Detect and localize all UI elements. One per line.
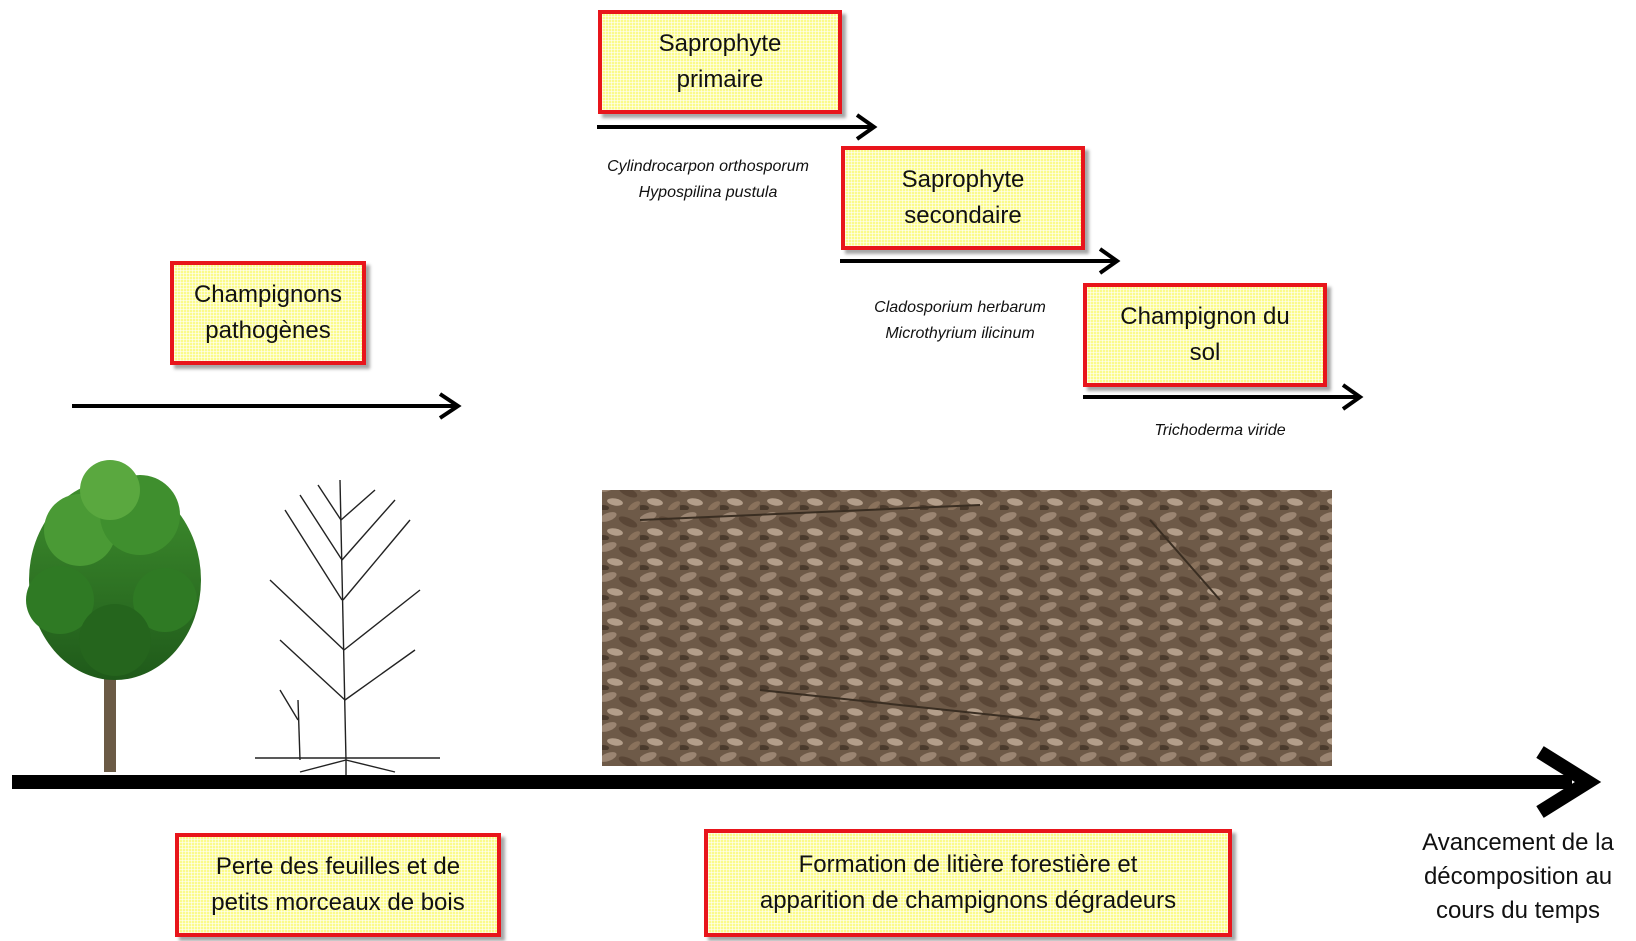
stage-box-primary-saprophyte: Saprophyte primaire: [598, 10, 842, 114]
axis-caption-line2: décomposition au: [1423, 863, 1613, 890]
species-microthyrium: Microthyrium ilicinum: [885, 325, 1035, 342]
stage-pathogens-line1: Champignons: [193, 281, 343, 308]
species-trichoderma: Trichoderma viride: [1154, 422, 1286, 439]
arrow-secondary-saprophyte: [840, 247, 1121, 275]
stage-box-secondary-saprophyte: Saprophyte secondaire: [841, 146, 1085, 250]
stage-box-soil-fungus: Champignon du sol: [1083, 283, 1327, 387]
stage-box-pathogens: Champignons pathogènes: [170, 261, 366, 365]
litter-formation-line1: Formation de litière forestière et: [798, 851, 1138, 878]
axis-caption: Avancement de la décomposition au cours …: [1418, 826, 1618, 928]
stage-primary-line1: Saprophyte: [658, 30, 782, 57]
bare-tree-image: [255, 479, 440, 776]
species-cylindrocarpon: Cylindrocarpon orthosporum: [607, 158, 809, 175]
bottom-box-leaf-loss: Perte des feuilles et de petits morceaux…: [175, 833, 501, 937]
arrow-pathogens: [72, 392, 462, 420]
axis-caption-line1: Avancement de la: [1422, 829, 1614, 856]
species-secondary: Cladosporium herbarum Microthyrium ilici…: [850, 295, 1070, 347]
species-hypospilina: Hypospilina pustula: [638, 184, 778, 201]
green-tree-image: [26, 460, 201, 772]
arrow-soil-fungus: [1083, 383, 1364, 411]
leaf-loss-line2: petits morceaux de bois: [211, 889, 465, 916]
stage-pathogens-line2: pathogènes: [205, 317, 331, 344]
axis-caption-line3: cours du temps: [1435, 897, 1601, 924]
stage-secondary-line1: Saprophyte: [901, 166, 1025, 193]
species-cladosporium: Cladosporium herbarum: [874, 299, 1046, 316]
time-axis-arrow: [12, 746, 1602, 818]
stage-soil-line1: Champignon du: [1120, 303, 1290, 330]
bottom-box-litter-formation: Formation de litière forestière et appar…: [704, 829, 1232, 937]
leaf-loss-line1: Perte des feuilles et de: [215, 853, 461, 880]
stage-soil-line2: sol: [1189, 339, 1221, 366]
arrow-primary-saprophyte: [597, 113, 878, 141]
stage-secondary-line2: secondaire: [904, 202, 1022, 229]
litter-formation-line2: apparition de champignons dégradeurs: [759, 887, 1177, 914]
species-soil: Trichoderma viride: [1110, 418, 1330, 444]
stage-primary-line2: primaire: [676, 66, 764, 93]
forest-litter-image: [602, 490, 1332, 766]
species-primary: Cylindrocarpon orthosporum Hypospilina p…: [588, 154, 828, 206]
